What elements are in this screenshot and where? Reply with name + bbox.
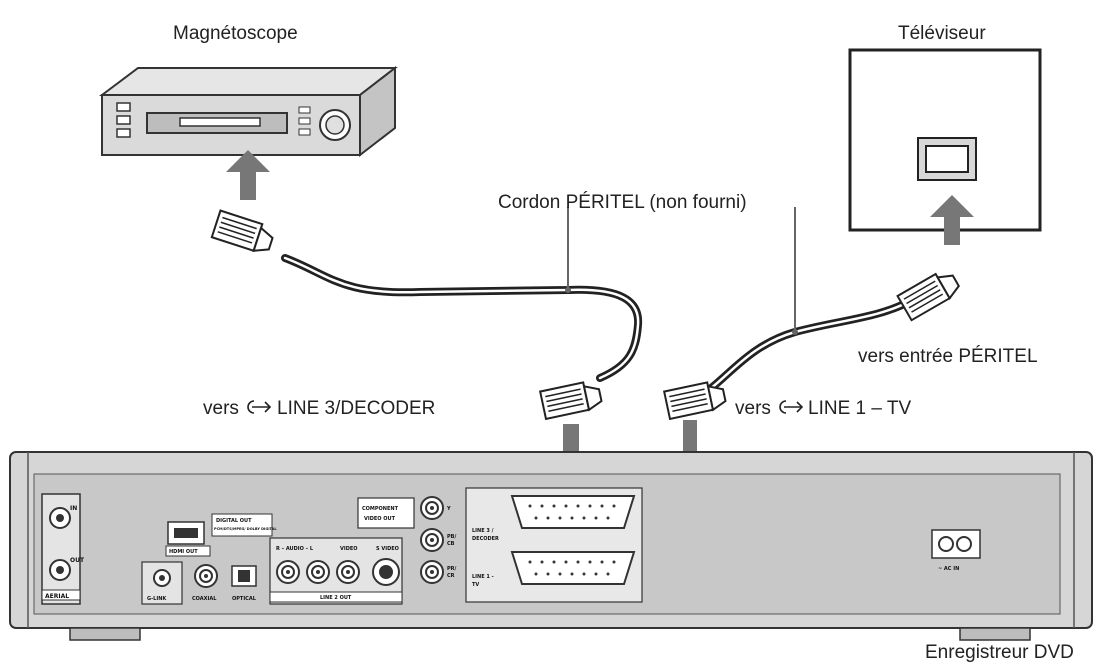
- hdmi-out-label: HDMI OUT: [169, 549, 198, 555]
- line3-prefix: vers: [203, 398, 239, 419]
- component-label-2: VIDEO OUT: [364, 516, 396, 522]
- aerial-out-label: OUT: [70, 557, 85, 564]
- line1-label: LINE 1 – TV: [808, 398, 911, 419]
- line3-label-b: DECODER: [472, 536, 499, 542]
- input-arrow-icon: [779, 400, 804, 414]
- component-label-1: COMPONENT: [362, 506, 399, 512]
- arrow-to-vcr: [226, 150, 270, 200]
- pr-label-1: PR/: [447, 566, 457, 572]
- scart-cable-vcr: [210, 209, 643, 420]
- line3-label: LINE 3/DECODER: [277, 398, 435, 419]
- line3-label-a: LINE 3 /: [472, 528, 494, 534]
- line1-label-b: TV: [472, 582, 479, 588]
- digital-out-label: DIGITAL OUT: [216, 518, 252, 524]
- g-link-label: G-LINK: [147, 596, 167, 602]
- tv-label: Téléviseur: [898, 23, 986, 44]
- aerial-in-label: IN: [70, 505, 77, 512]
- tv-input-label: vers entrée PÉRITEL: [858, 346, 1038, 367]
- tv-device: [848, 48, 1042, 232]
- pb-label-2: CB: [447, 541, 455, 547]
- line1-label-a: LINE 1 -: [472, 574, 494, 580]
- pr-label-2: CR: [447, 573, 455, 579]
- pb-label-1: PB/: [447, 534, 456, 540]
- cable-callout-lines: [565, 207, 798, 335]
- line1-callout: vers LINE 1 – TV: [735, 398, 911, 419]
- aerial-label: AERIAL: [45, 593, 69, 600]
- scart-cable-tv: [663, 265, 963, 420]
- audio-label: R – AUDIO – L: [276, 546, 314, 552]
- arrow-to-tv: [930, 195, 974, 245]
- line3-callout: vers LINE 3/DECODER: [203, 398, 435, 419]
- digital-out-sub-label: PCM/DTS/MPEG/ DOLBY DIGITAL: [214, 527, 277, 531]
- input-arrow-icon: [247, 400, 272, 414]
- vcr-device: [99, 65, 398, 158]
- video-label: VIDEO: [340, 546, 358, 552]
- cable-label: Cordon PÉRITEL (non fourni): [498, 192, 747, 213]
- line2-out-label: LINE 2 OUT: [320, 595, 352, 601]
- recorder-label: Enregistreur DVD: [925, 642, 1074, 663]
- optical-label: OPTICAL: [232, 596, 257, 602]
- vcr-label: Magnétoscope: [173, 23, 298, 44]
- y-label: Y: [446, 506, 451, 512]
- s-video-label: S VIDEO: [376, 546, 399, 552]
- coaxial-label: COAXIAL: [192, 596, 217, 602]
- dvd-recorder: IN OUT AERIAL HDMI OUT DIGITAL OUT PCM/D…: [9, 451, 1093, 641]
- line1-prefix: vers: [735, 398, 771, 419]
- ac-in-label: ~ AC IN: [938, 566, 959, 572]
